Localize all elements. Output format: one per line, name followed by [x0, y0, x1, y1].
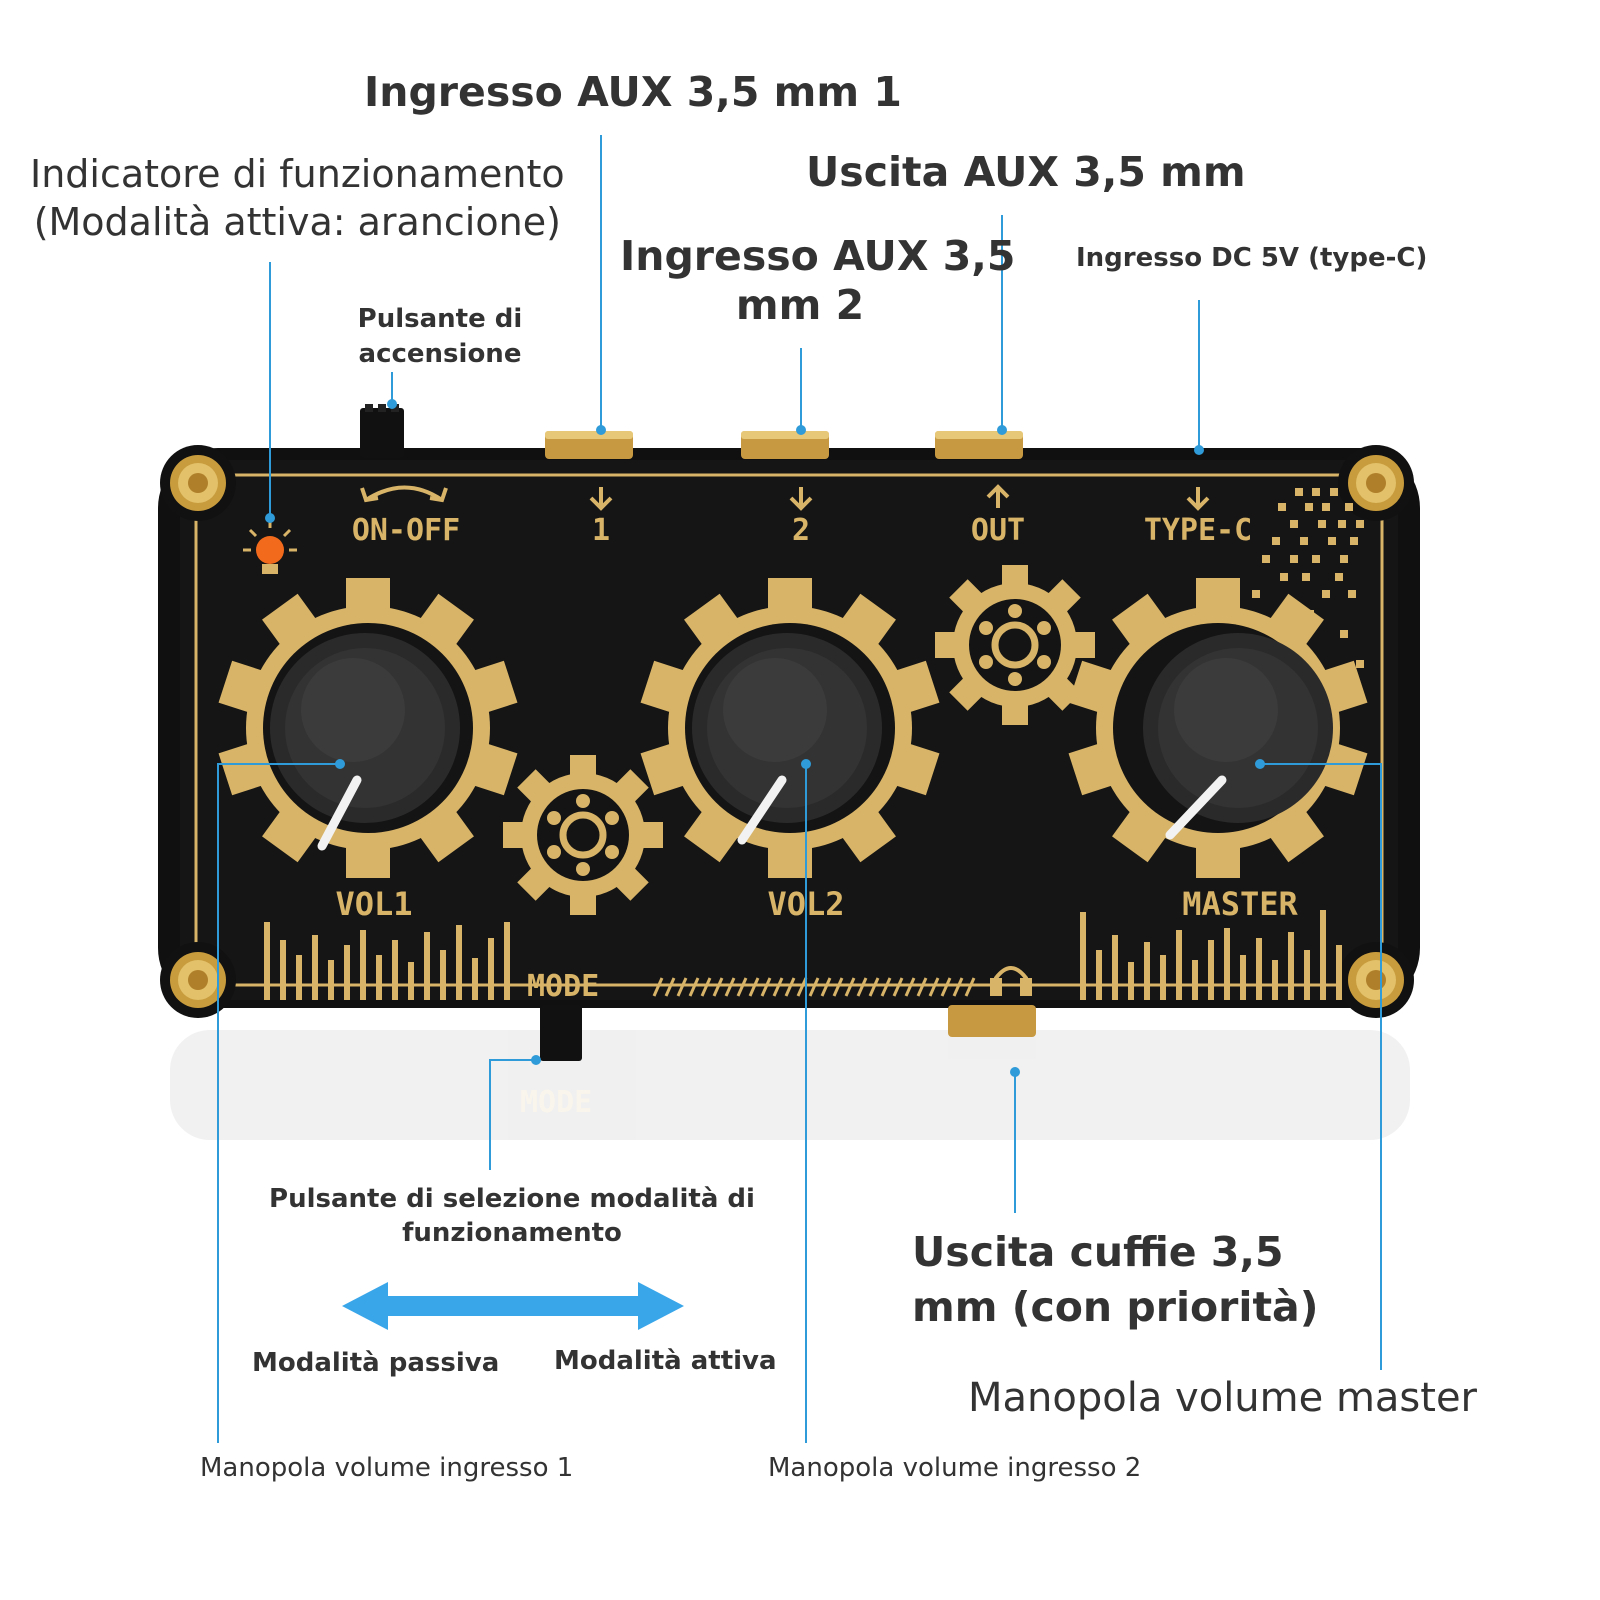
level-bars-left [264, 922, 510, 1000]
port-1-marking: 1 [592, 513, 610, 548]
label-aux-out: Uscita AUX 3,5 mm [806, 148, 1246, 196]
mode-reflection-text: MODE [520, 1085, 592, 1120]
mode-marking: MODE [527, 969, 599, 1004]
arrow-down-1 [589, 487, 613, 511]
mode-switch[interactable] [540, 1005, 582, 1061]
label-active-mode: Modalità attiva [554, 1346, 777, 1376]
label-passive-mode: Modalità passiva [252, 1348, 500, 1378]
pixel-decoration [1252, 488, 1364, 668]
leader-dots [265, 399, 1265, 1077]
label-dc-in: Ingresso DC 5V (type-C) [1076, 243, 1428, 273]
label-mode-select-line2: funzionamento [402, 1218, 622, 1248]
vol2-knob[interactable] [692, 633, 882, 845]
label-aux-in-2-line1: Ingresso AUX 3,5 [620, 232, 1016, 280]
arrow-down-typec [1186, 487, 1210, 511]
aux-out-jack[interactable] [935, 431, 1023, 459]
double-arrow-icon [342, 1282, 684, 1330]
out-marking: OUT [971, 513, 1025, 548]
screw-bottom-left [160, 942, 236, 1018]
device-reflection: MODE [170, 1030, 1410, 1140]
headphone-icon [990, 966, 1032, 996]
type-c-marking: TYPE-C [1144, 513, 1252, 548]
label-aux-in-2: Ingresso AUX 3,5 mm 2 [620, 232, 1016, 330]
label-indicator: Indicatore di funzionamento (Modalità at… [30, 150, 565, 246]
label-indicator-line2: (Modalità attiva: arancione) [33, 200, 561, 244]
mode-hatching [652, 977, 976, 997]
mixer-device: ON-OFF 1 2 OUT TYPE-C [158, 404, 1420, 1061]
leader-lines [217, 135, 1382, 1443]
label-headphone-line2: mm (con priorità) [912, 1283, 1319, 1331]
label-mode-select-line1: Pulsante di selezione modalità di [269, 1184, 755, 1214]
level-bars-right [1080, 910, 1342, 1000]
aux-in-1-jack[interactable] [545, 431, 633, 459]
on-off-marking: ON-OFF [352, 513, 460, 548]
label-headphone-line1: Uscita cuffie 3,5 [912, 1228, 1284, 1276]
bulb-icon [243, 520, 297, 574]
label-vol2-knob: Manopola volume ingresso 2 [768, 1453, 1142, 1483]
port-2-marking: 2 [792, 513, 810, 548]
on-off-arrows [360, 485, 448, 503]
master-knob[interactable] [1143, 633, 1333, 840]
label-mode-select: Pulsante di selezione modalità di funzio… [262, 1182, 762, 1250]
master-marking: MASTER [1182, 885, 1298, 923]
aux-in-2-jack[interactable] [741, 431, 829, 459]
label-aux-in-2-line2: mm 2 [735, 281, 865, 329]
label-power-line2: accensione [358, 339, 522, 369]
arrow-down-2 [789, 487, 813, 511]
power-switch[interactable] [360, 404, 404, 458]
vol1-marking: VOL1 [335, 885, 412, 923]
screw-bottom-right [1338, 942, 1414, 1018]
label-headphone: Uscita cuffie 3,5 mm (con priorità) [912, 1225, 1318, 1335]
label-power-line1: Pulsante di [357, 304, 523, 334]
arrow-up-out [986, 484, 1010, 508]
label-aux-in-1: Ingresso AUX 3,5 mm 1 [364, 68, 902, 116]
screw-top-left [160, 445, 236, 521]
label-indicator-line1: Indicatore di funzionamento [30, 152, 565, 196]
gear-small-right [935, 565, 1095, 725]
label-vol1-knob: Manopola volume ingresso 1 [200, 1453, 574, 1483]
label-power: Pulsante di accensione [340, 302, 540, 372]
headphone-jack[interactable] [948, 1005, 1036, 1059]
label-master-knob: Manopola volume master [968, 1375, 1478, 1421]
vol1-knob[interactable] [270, 633, 460, 851]
gear-small-left [503, 755, 663, 915]
